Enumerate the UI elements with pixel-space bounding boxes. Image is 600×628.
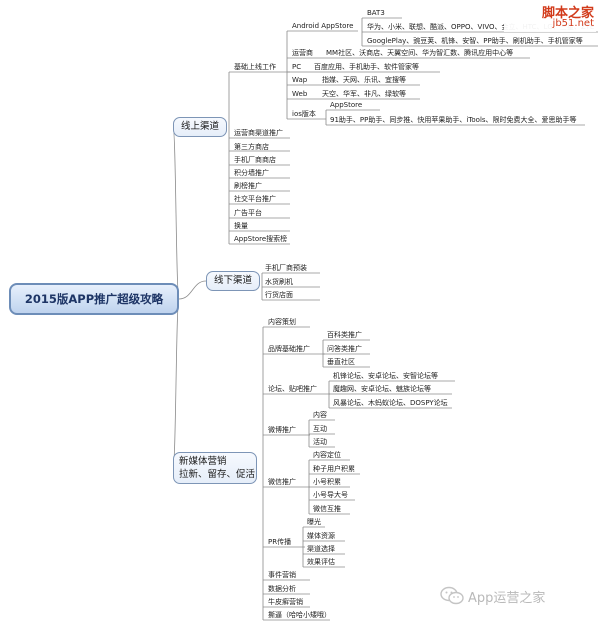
online-appstore-label: AppStore xyxy=(330,101,363,109)
newmedia-content-label: 内容策划 xyxy=(268,318,296,326)
newmedia-weibo-label: 微博推广 xyxy=(268,426,296,434)
newmedia-weibo-item: 内容 xyxy=(313,411,327,419)
newmedia-forum-item: 机锋论坛、安卓论坛、安智论坛等 xyxy=(333,372,438,380)
online-other-item: 刷榜推广 xyxy=(234,182,262,190)
wechat-icon xyxy=(440,586,464,605)
online-other-item: 广告平台 xyxy=(234,209,262,217)
online-other-item: 积分墙推广 xyxy=(234,169,269,177)
online-wap-label: Wap xyxy=(292,76,308,84)
online-gplay-label: GooglePlay、豌豆荚、机锋、安智、PP助手、刷机助手、手机管家等 xyxy=(367,37,583,45)
online-basic-label: 基础上线工作 xyxy=(234,63,276,71)
newmedia-brand-item: 问答类推广 xyxy=(327,345,362,353)
online-oem-label: 华为、小米、联想、酷派、OPPO、VIVO、金立、HTC、LG、三星、ZTE xyxy=(367,23,595,31)
newmedia-forum-label: 论坛、贴吧推广 xyxy=(268,385,317,393)
branch-newmedia-title: 新媒体营销 xyxy=(179,456,227,467)
online-other-item: 换量 xyxy=(234,222,248,230)
root-node: 2015版APP推广超级攻略 xyxy=(9,283,179,315)
newmedia-pr-item: 效果评估 xyxy=(307,558,335,566)
online-other-item: 手机厂商商店 xyxy=(234,156,276,164)
online-ios-label: ios版本 xyxy=(292,110,316,118)
branch-offline-node: 线下渠道 xyxy=(206,271,260,291)
online-other-item: AppStore搜索榜 xyxy=(234,235,288,243)
newmedia-brand-item: 垂直社区 xyxy=(327,358,355,366)
watermark-top: 脚本之家 jb51.net xyxy=(504,2,596,32)
newmedia-tail-item: 撕逼（哈哈小矮哦） xyxy=(268,611,331,619)
newmedia-forum-item: 魔趣网、安卓论坛、魅族论坛等 xyxy=(333,385,431,393)
newmedia-brand-item: 百科类推广 xyxy=(327,331,362,339)
newmedia-wechat-item: 小号积累 xyxy=(313,478,341,486)
online-web-value: 天空、华军、非凡、绿软等 xyxy=(322,90,406,98)
newmedia-wechat-label: 微信推广 xyxy=(268,478,296,486)
offline-item: 手机厂商预装 xyxy=(265,264,307,272)
newmedia-brand-label: 品牌基础推广 xyxy=(268,345,310,353)
newmedia-wechat-item: 小号导大号 xyxy=(313,491,348,499)
online-android-label: Android AppStore xyxy=(292,22,354,30)
online-ios-value: 91助手、PP助手、同步推、快用苹果助手、iTools、限时免费大全、爱思助手等 xyxy=(330,116,577,124)
newmedia-pr-item: 渠道选择 xyxy=(307,545,335,553)
watermark-top-en: jb51.net xyxy=(552,18,594,29)
newmedia-wechat-item: 种子用户积累 xyxy=(313,465,355,473)
offline-item: 行货店面 xyxy=(265,291,293,299)
newmedia-weibo-item: 活动 xyxy=(313,438,327,446)
online-operator-value: MM社区、沃商店、天翼空间、华为智汇数、腾讯应用中心等 xyxy=(326,49,514,57)
newmedia-tail-item: 数据分析 xyxy=(268,585,296,593)
newmedia-pr-item: 曝光 xyxy=(307,518,321,526)
online-wap-value: 指媒、天网、乐讯、宜搜等 xyxy=(322,76,406,84)
online-web-label: Web xyxy=(292,90,308,98)
online-pc-value: 百度应用、手机助手、软件管家等 xyxy=(314,63,419,71)
newmedia-pr-label: PR传播 xyxy=(268,538,292,546)
newmedia-tail-item: 事件营销 xyxy=(268,571,296,579)
newmedia-weibo-item: 互动 xyxy=(313,425,327,433)
online-other-item: 运营商渠道推广 xyxy=(234,129,283,137)
online-pc-label: PC xyxy=(292,63,302,71)
newmedia-wechat-item: 微信互推 xyxy=(313,505,341,513)
newmedia-tail-item: 牛皮癣营销 xyxy=(268,598,303,606)
offline-item: 水货刷机 xyxy=(265,278,293,286)
branch-online-node: 线上渠道 xyxy=(173,117,227,137)
newmedia-forum-item: 风暴论坛、木蚂蚁论坛、DOSPY论坛 xyxy=(333,399,448,407)
online-other-item: 第三方商店 xyxy=(234,143,269,151)
online-bat-label: BAT3 xyxy=(367,9,385,17)
online-operator-label: 运营商 xyxy=(292,49,313,57)
branch-newmedia-node: 新媒体营销 拉新、留存、促活 xyxy=(173,452,257,484)
online-other-item: 社交平台推广 xyxy=(234,195,276,203)
branch-newmedia-subtitle: 拉新、留存、促活 xyxy=(179,469,256,480)
newmedia-pr-item: 媒体资源 xyxy=(307,532,335,540)
newmedia-wechat-item: 内容定位 xyxy=(313,451,341,459)
watermark-bottom-text: App运营之家 xyxy=(468,591,546,606)
watermark-top-cn: 脚本之家 xyxy=(541,6,594,21)
